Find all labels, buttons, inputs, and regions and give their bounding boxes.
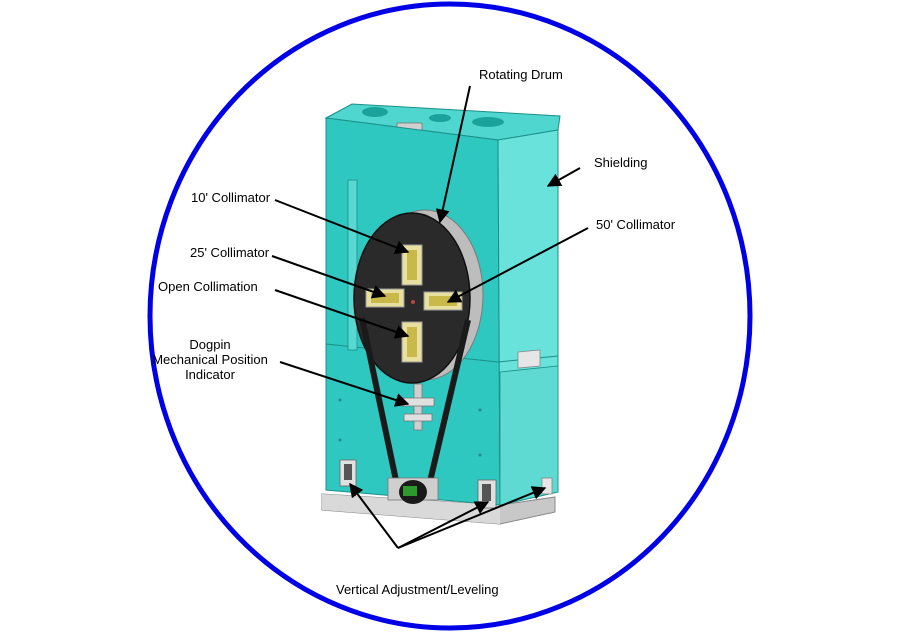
label-vertical-adjustment: Vertical Adjustment/Leveling xyxy=(336,582,499,597)
label-dogpin: Dogpin Mechanical Position Indicator xyxy=(148,337,272,382)
label-25-collimator: 25' Collimator xyxy=(190,245,270,260)
rotating-drum xyxy=(353,212,471,384)
leader-lines xyxy=(271,85,589,549)
label-rotating-drum: Rotating Drum xyxy=(479,67,563,82)
drive-belt xyxy=(359,317,471,491)
leveling-foot-back xyxy=(541,477,553,495)
label-dogpin-line3: Indicator xyxy=(185,367,235,382)
drive-pulley xyxy=(387,477,439,504)
dogpin-indicator xyxy=(401,383,435,431)
open-collimation-window xyxy=(401,321,423,363)
label-10-collimator: 10' Collimator xyxy=(191,190,271,205)
label-dogpin-line1: Dogpin xyxy=(189,337,231,352)
label-dogpin-line2: Mechanical Position xyxy=(152,352,268,367)
collimator-50 xyxy=(423,291,463,311)
label-shielding: Shielding xyxy=(594,155,648,170)
leveling-foot-left xyxy=(339,459,357,487)
border-circle xyxy=(147,1,753,631)
label-open-collimation: Open Collimation xyxy=(158,279,258,294)
leveling-foot-right xyxy=(477,479,497,509)
collimator-10 xyxy=(401,244,423,286)
label-50-collimator: 50' Collimator xyxy=(596,217,676,232)
